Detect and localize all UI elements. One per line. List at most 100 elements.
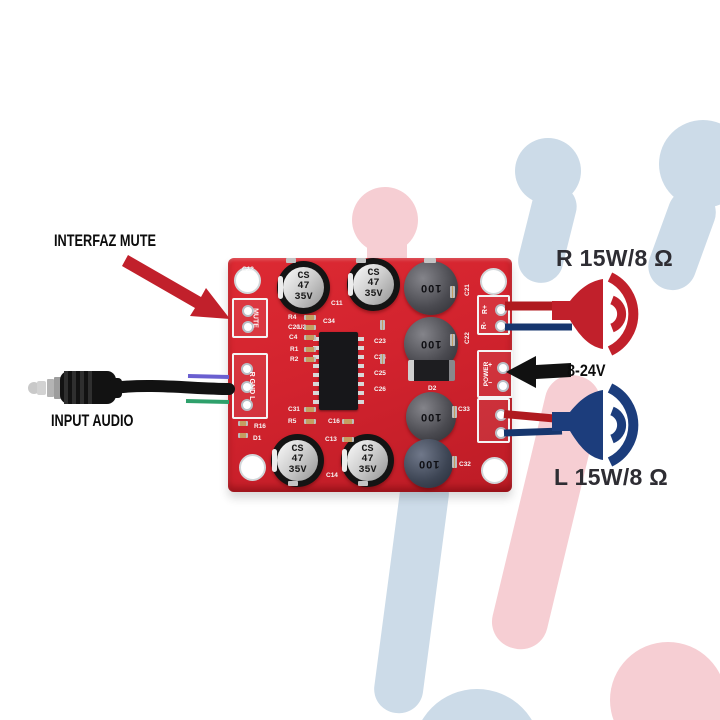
smd-component [358,481,368,486]
inductor: 100 [404,261,458,315]
l-plus-wire [503,410,561,423]
silkscreen-label: R2 [290,356,299,363]
silkscreen-label: C4 [289,334,298,341]
audio-pad [241,399,253,411]
decor-pin-blue-b-stem [648,188,716,291]
smd-component [380,320,385,330]
smd-component [304,407,316,412]
smd-component [450,334,455,346]
silkscreen-label: C33 [458,406,470,413]
power-minus-pad [497,380,509,392]
power-plus-label: + [488,362,493,369]
smd-component [452,456,457,468]
smd-component [238,433,248,438]
smd-component [304,347,316,352]
inductor: 100 [406,392,456,442]
right-signal-wire [185,399,230,404]
interfaz-mute-label: INTERFAZ MUTE [54,231,156,250]
smd-component [304,357,316,362]
diode [408,360,455,381]
smd-component [450,286,455,298]
silkscreen-label: C13 [325,436,337,443]
inductor: 100 [404,439,453,488]
smd-component [342,437,354,442]
silkscreen-label: C34 [323,318,335,325]
left-signal-wire [187,374,230,379]
smd-component [304,419,316,424]
screw-hole [480,268,507,295]
screw-hole [234,267,261,294]
mute-pad [242,305,254,317]
silkscreen-label: C12 [242,266,254,273]
decor-pin-pink-bottom-stem [491,375,601,650]
ic-reference-label: U2 [298,324,307,331]
power-minus-label: − [488,380,493,387]
right-speaker-icon [552,272,639,356]
silkscreen-label: C32 [459,461,471,468]
right-channel-label: R 15W/8 Ω [556,245,674,271]
smd-component [304,315,316,320]
smd-component [356,258,366,263]
mute-pad [242,321,254,333]
audio-input-header: R GND L [232,353,268,419]
decor-pin-blue-bottom [422,689,532,720]
left-channel-label: L 15W/8 Ω [554,464,669,490]
power-plus-pad [497,362,509,374]
smd-component [452,406,457,418]
input-audio-label: INPUT AUDIO [51,411,134,430]
smd-component [286,258,296,263]
decor-pin-blue-a-stem [518,184,577,283]
silkscreen-label: C11 [331,300,343,307]
smd-component [238,421,248,426]
silkscreen-label: D2 [428,385,437,392]
smd-component [342,419,354,424]
decor-pin-blue-bottom-stem [374,469,449,714]
decor-pin-blue-b [659,120,720,208]
screw-hole [239,454,266,481]
l-minus-wire [503,427,563,437]
left-speaker-icon [552,383,639,467]
right-output-terminal: R+ R- [477,295,510,335]
silkscreen-label: C14 [326,472,338,479]
audio-pad [241,381,253,393]
audio-jack-icon [28,371,122,404]
smd-component [288,481,298,486]
silkscreen-label: R4 [288,314,297,321]
silkscreen-label: C23 [374,338,386,345]
smd-component [304,335,316,340]
smd-component [304,325,316,330]
silkscreen-label: C31 [288,406,300,413]
mute-header: MUTE [232,298,268,338]
amplifier-ic [313,332,364,410]
mute-arrow-icon [122,255,230,319]
silkscreen-label: R16 [254,423,266,430]
silkscreen-label: R5 [288,418,297,425]
power-arrow-icon [506,356,571,388]
silkscreen-label: C25 [374,370,386,377]
decor-pin-pink-bottom [610,642,720,720]
smd-component [380,354,385,364]
silkscreen-label: C20 [288,324,300,331]
silkscreen-label: C26 [374,386,386,393]
silkscreen-label: R1 [290,346,299,353]
smd-component [424,258,436,263]
audio-cable [107,380,235,395]
silkscreen-label: C16 [328,418,340,425]
power-range-label: 8-24V [567,361,606,380]
silkscreen-label: D1 [253,435,262,442]
silkscreen-label: C24 [374,354,386,361]
screw-hole [481,457,508,484]
